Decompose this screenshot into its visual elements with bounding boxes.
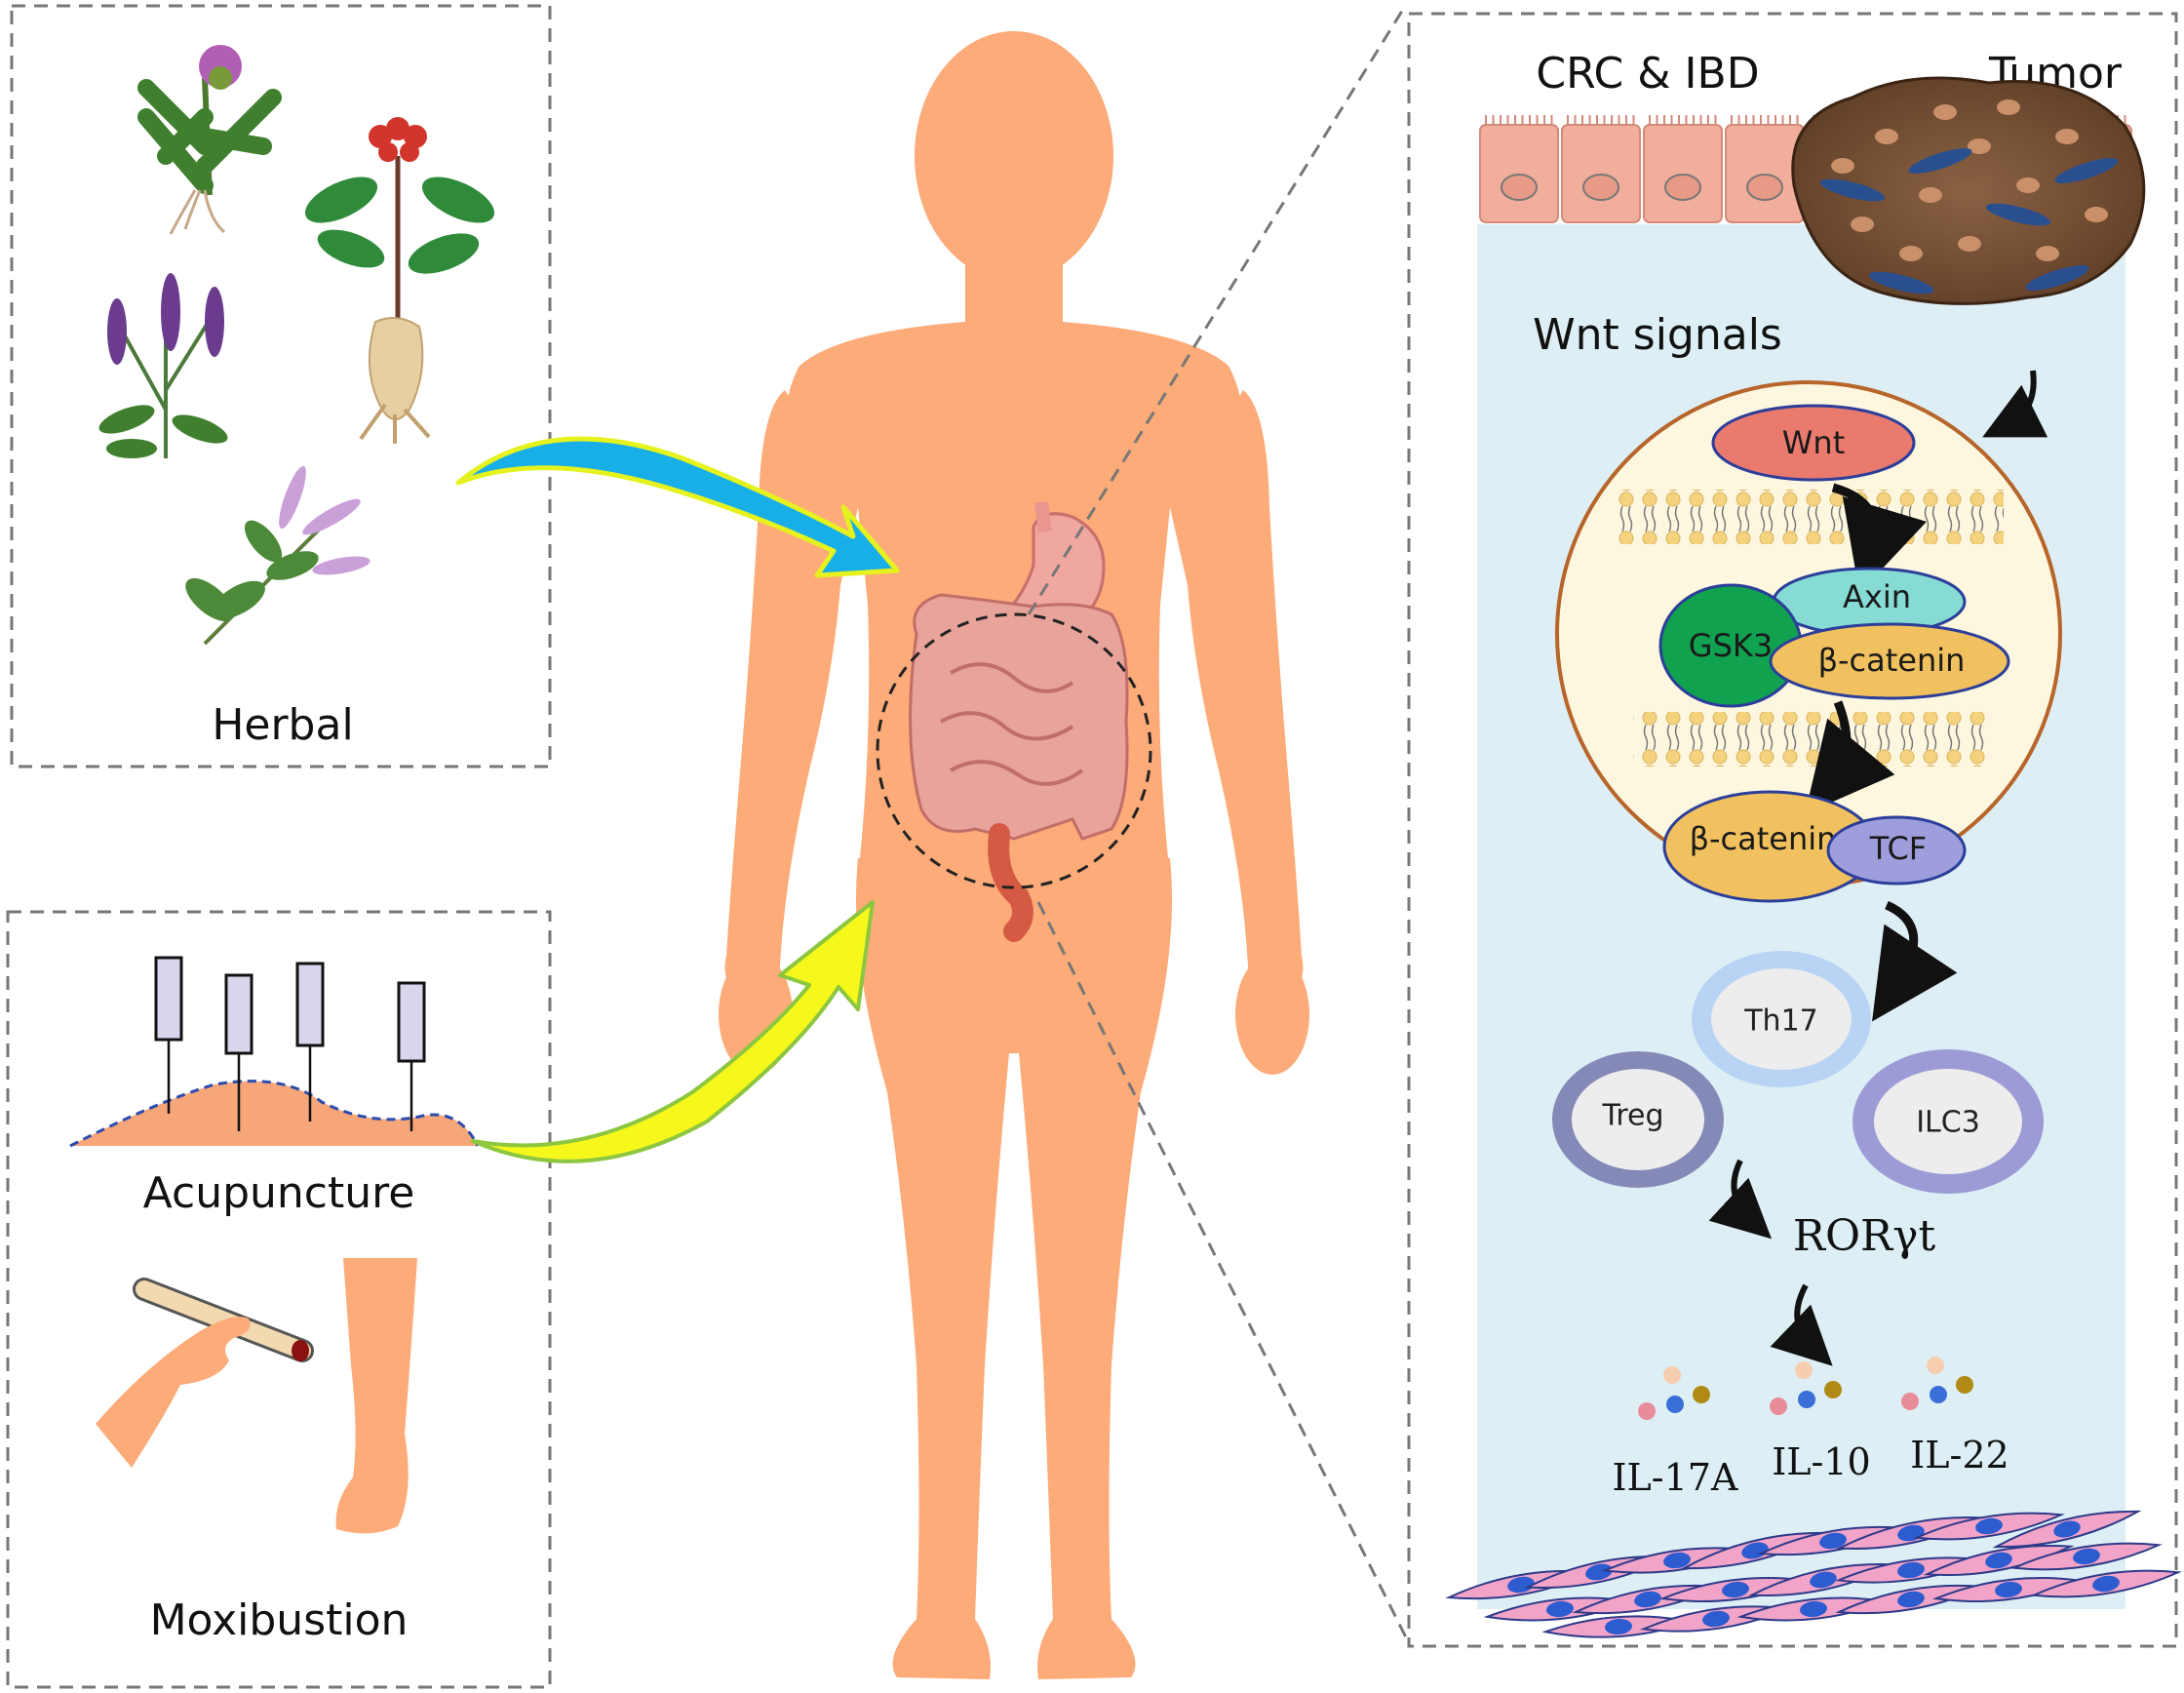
wnt-node-label: Wnt — [1782, 424, 1845, 461]
treg-label: Treg — [1601, 1099, 1663, 1133]
wnt-signals-label: Wnt signals — [1533, 310, 1782, 360]
tcf-node-label: TCF — [1869, 830, 1927, 867]
gsk3-node-label: GSK3 — [1689, 627, 1773, 664]
lavender-herb-icon — [98, 273, 228, 458]
moxibustion-label: Moxibustion — [150, 1595, 409, 1645]
acupuncture-needle-icon — [224, 973, 254, 1131]
stromal-cell — [2010, 1542, 2163, 1571]
beta-catenin-complex-label: β-catenin — [1818, 642, 1966, 679]
stromal-cell — [1913, 1512, 2065, 1541]
acupuncture-needle-icon — [295, 962, 325, 1122]
zoom-line-bottom — [1036, 901, 1411, 1644]
th17-cell: Th17 — [1692, 951, 1871, 1087]
wnt-node — [1711, 404, 1916, 482]
tcf-to-immune-arrow — [1872, 900, 1958, 1022]
digestive-tract-icon — [909, 501, 1129, 942]
intestine-focus-circle — [876, 612, 1152, 889]
moxa-stick-icon — [133, 1278, 314, 1362]
il10-label: IL-10 — [1772, 1440, 1870, 1483]
wnt-detail-panel: CRC & IBD Tumor Wnt signals Wnt Axin GSK… — [1407, 12, 2182, 1648]
tumor-to-cell-arrow — [1982, 370, 2048, 438]
ilc3-label: ILC3 — [1916, 1106, 1980, 1140]
tumor-mass-icon — [1791, 76, 2146, 305]
herbal-to-body-arrow — [455, 436, 900, 578]
il22-label: IL-22 — [1910, 1434, 2008, 1476]
thistle-herb-icon — [137, 45, 282, 235]
epithelial-cell — [1479, 115, 1559, 223]
axin-node-label: Axin — [1843, 578, 1911, 615]
skin-surface-icon — [69, 1080, 480, 1148]
stromal-cell — [2030, 1569, 2182, 1598]
stromal-cells-layer — [1445, 1510, 2182, 1638]
immune-to-rorgt-arrow — [1708, 1159, 1773, 1240]
herbal-label: Herbal — [212, 700, 353, 750]
tcf-node — [1826, 815, 1967, 886]
th17-label: Th17 — [1743, 1004, 1818, 1039]
acupuncture-to-body-arrow — [471, 900, 875, 1163]
herbal-panel: Herbal — [10, 4, 552, 768]
mint-herb-icon — [185, 465, 370, 646]
beta-catenin-complex-node — [1769, 622, 2010, 700]
ginseng-herb-icon — [304, 117, 495, 444]
acupuncture-moxibustion-panel: Acupuncture Moxibustion — [6, 910, 552, 1689]
epithelial-cell — [1725, 115, 1805, 223]
stromal-cell — [1923, 1544, 2075, 1577]
acupuncture-needle-icon — [154, 956, 183, 1114]
zoom-line-top — [1027, 7, 1406, 615]
epithelial-cell — [1643, 115, 1723, 223]
wnt-to-axin-arrow — [1831, 483, 1928, 594]
beta-catenin-nuclear-label: β-catenin — [1690, 820, 1837, 857]
leg-icon — [335, 1258, 417, 1534]
stromal-cell — [1992, 1510, 2142, 1549]
crc-ibd-label: CRC & IBD — [1536, 49, 1759, 98]
hand-icon — [96, 1317, 251, 1468]
il17a-label: IL-17A — [1613, 1456, 1738, 1499]
ilc3-cell: ILC3 — [1852, 1049, 2044, 1194]
acupuncture-needle-icon — [397, 981, 426, 1131]
acupuncture-label: Acupuncture — [143, 1168, 415, 1218]
cell-membrane-top — [1614, 490, 2004, 544]
rorgt-label: RORγt — [1793, 1211, 1936, 1261]
treg-cell: Treg — [1552, 1051, 1724, 1188]
rorgt-to-cytokines-arrow — [1770, 1283, 1833, 1366]
human-body-silhouette — [719, 31, 1309, 1679]
beta-catenin-translocation-arrow — [1805, 700, 1895, 814]
epithelial-cell — [1561, 115, 1641, 223]
cytokine-molecules-icon — [1638, 1357, 1973, 1420]
nuclear-membrane — [1633, 712, 1989, 767]
